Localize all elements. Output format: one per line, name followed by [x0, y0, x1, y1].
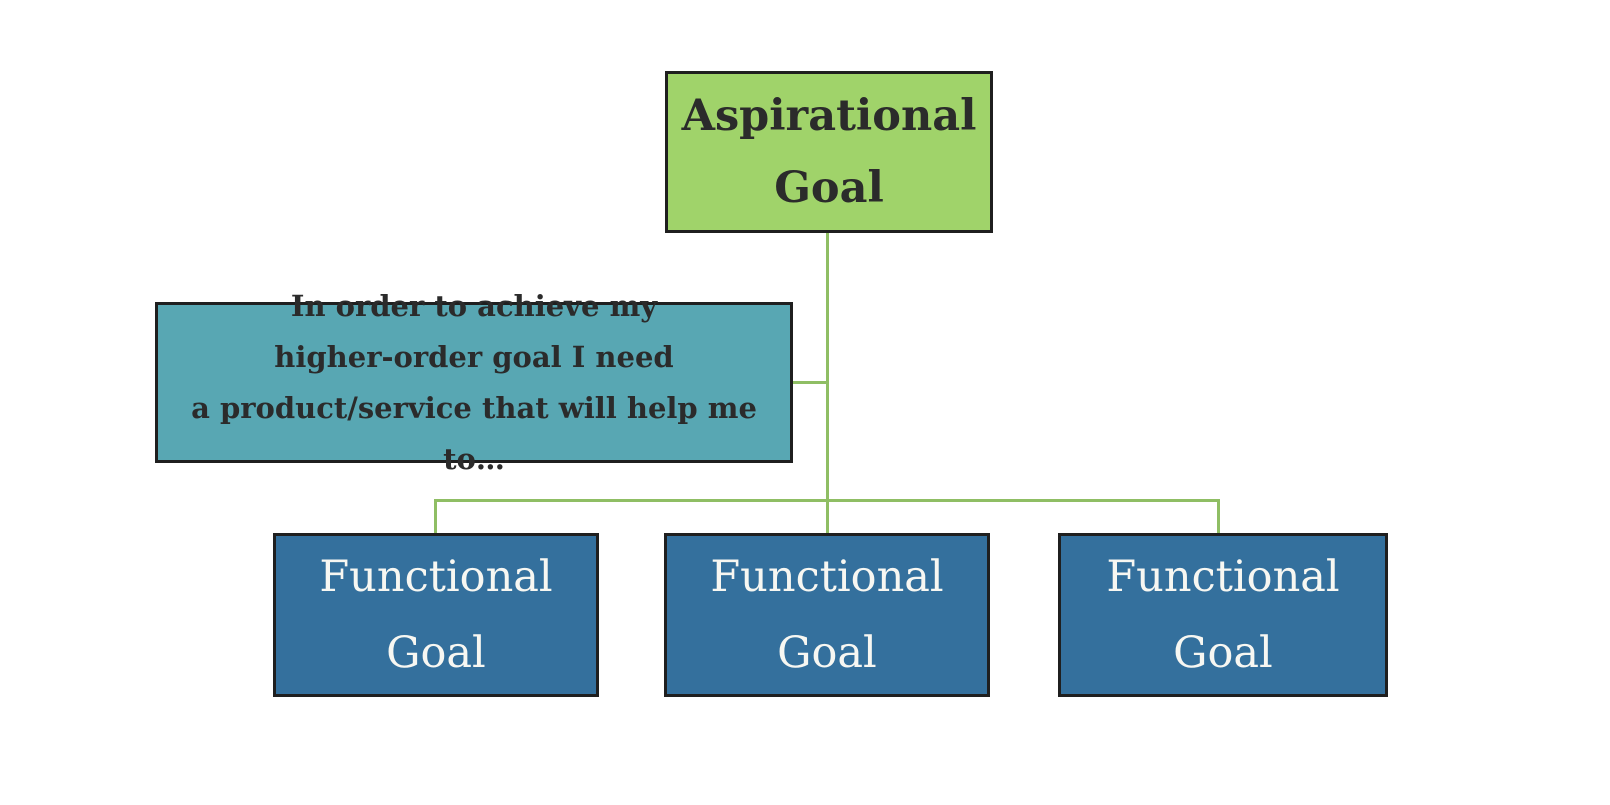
functional-goal-3-label-line2: Goal [1173, 628, 1273, 678]
functional-goal-2-label-line1: Functional [710, 552, 944, 602]
aspirational-goal-label-line1: Aspirational [681, 91, 977, 141]
annotation-text-line1: In order to achieve my [290, 288, 658, 323]
functional-goal-2-label-line2: Goal [777, 628, 877, 678]
aspirational-goal-label-line2: Goal [774, 163, 884, 213]
functional-goal-3-label-line1: Functional [1106, 552, 1340, 602]
functional-goal-node-1: Functional Goal [273, 533, 599, 697]
functional-goal-1-label-line1: Functional [319, 552, 553, 602]
annotation-text-line3: a product/service that will help me to… [191, 390, 757, 476]
connector-horizontal-branch [434, 499, 1220, 502]
aspirational-goal-node: Aspirational Goal [665, 71, 993, 233]
functional-goal-node-2: Functional Goal [664, 533, 990, 697]
annotation-note: In order to achieve my higher-order goal… [155, 289, 793, 476]
connector-annotation-stub [793, 381, 826, 384]
connector-drop-left [434, 499, 437, 533]
connector-vertical-main [826, 233, 829, 533]
annotation-text-line2: higher-order goal I need [274, 339, 674, 374]
connector-drop-right [1217, 499, 1220, 533]
functional-goal-1-label-line2: Goal [386, 628, 486, 678]
functional-goal-node-3: Functional Goal [1058, 533, 1388, 697]
